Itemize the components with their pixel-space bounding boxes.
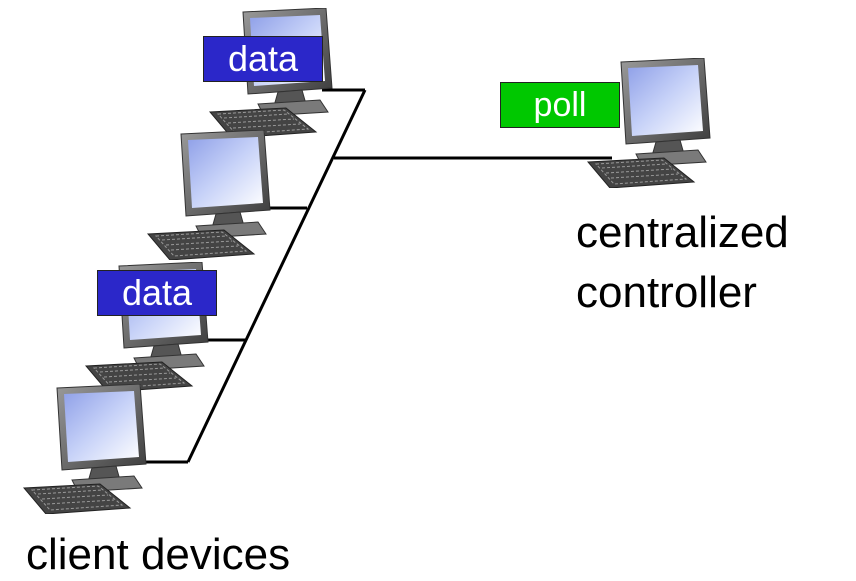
client-computer-2-icon — [147, 130, 271, 260]
controller-label-line1: centralized — [576, 208, 789, 257]
data-tag-top: data — [203, 36, 323, 82]
data-tag-middle: data — [97, 270, 217, 316]
poll-tag: poll — [500, 82, 620, 128]
client-computer-4-icon — [23, 384, 147, 514]
controller-label-line2: controller — [576, 268, 757, 317]
shared-bus-cable — [186, 89, 367, 463]
clients-label: client devices — [26, 530, 291, 579]
